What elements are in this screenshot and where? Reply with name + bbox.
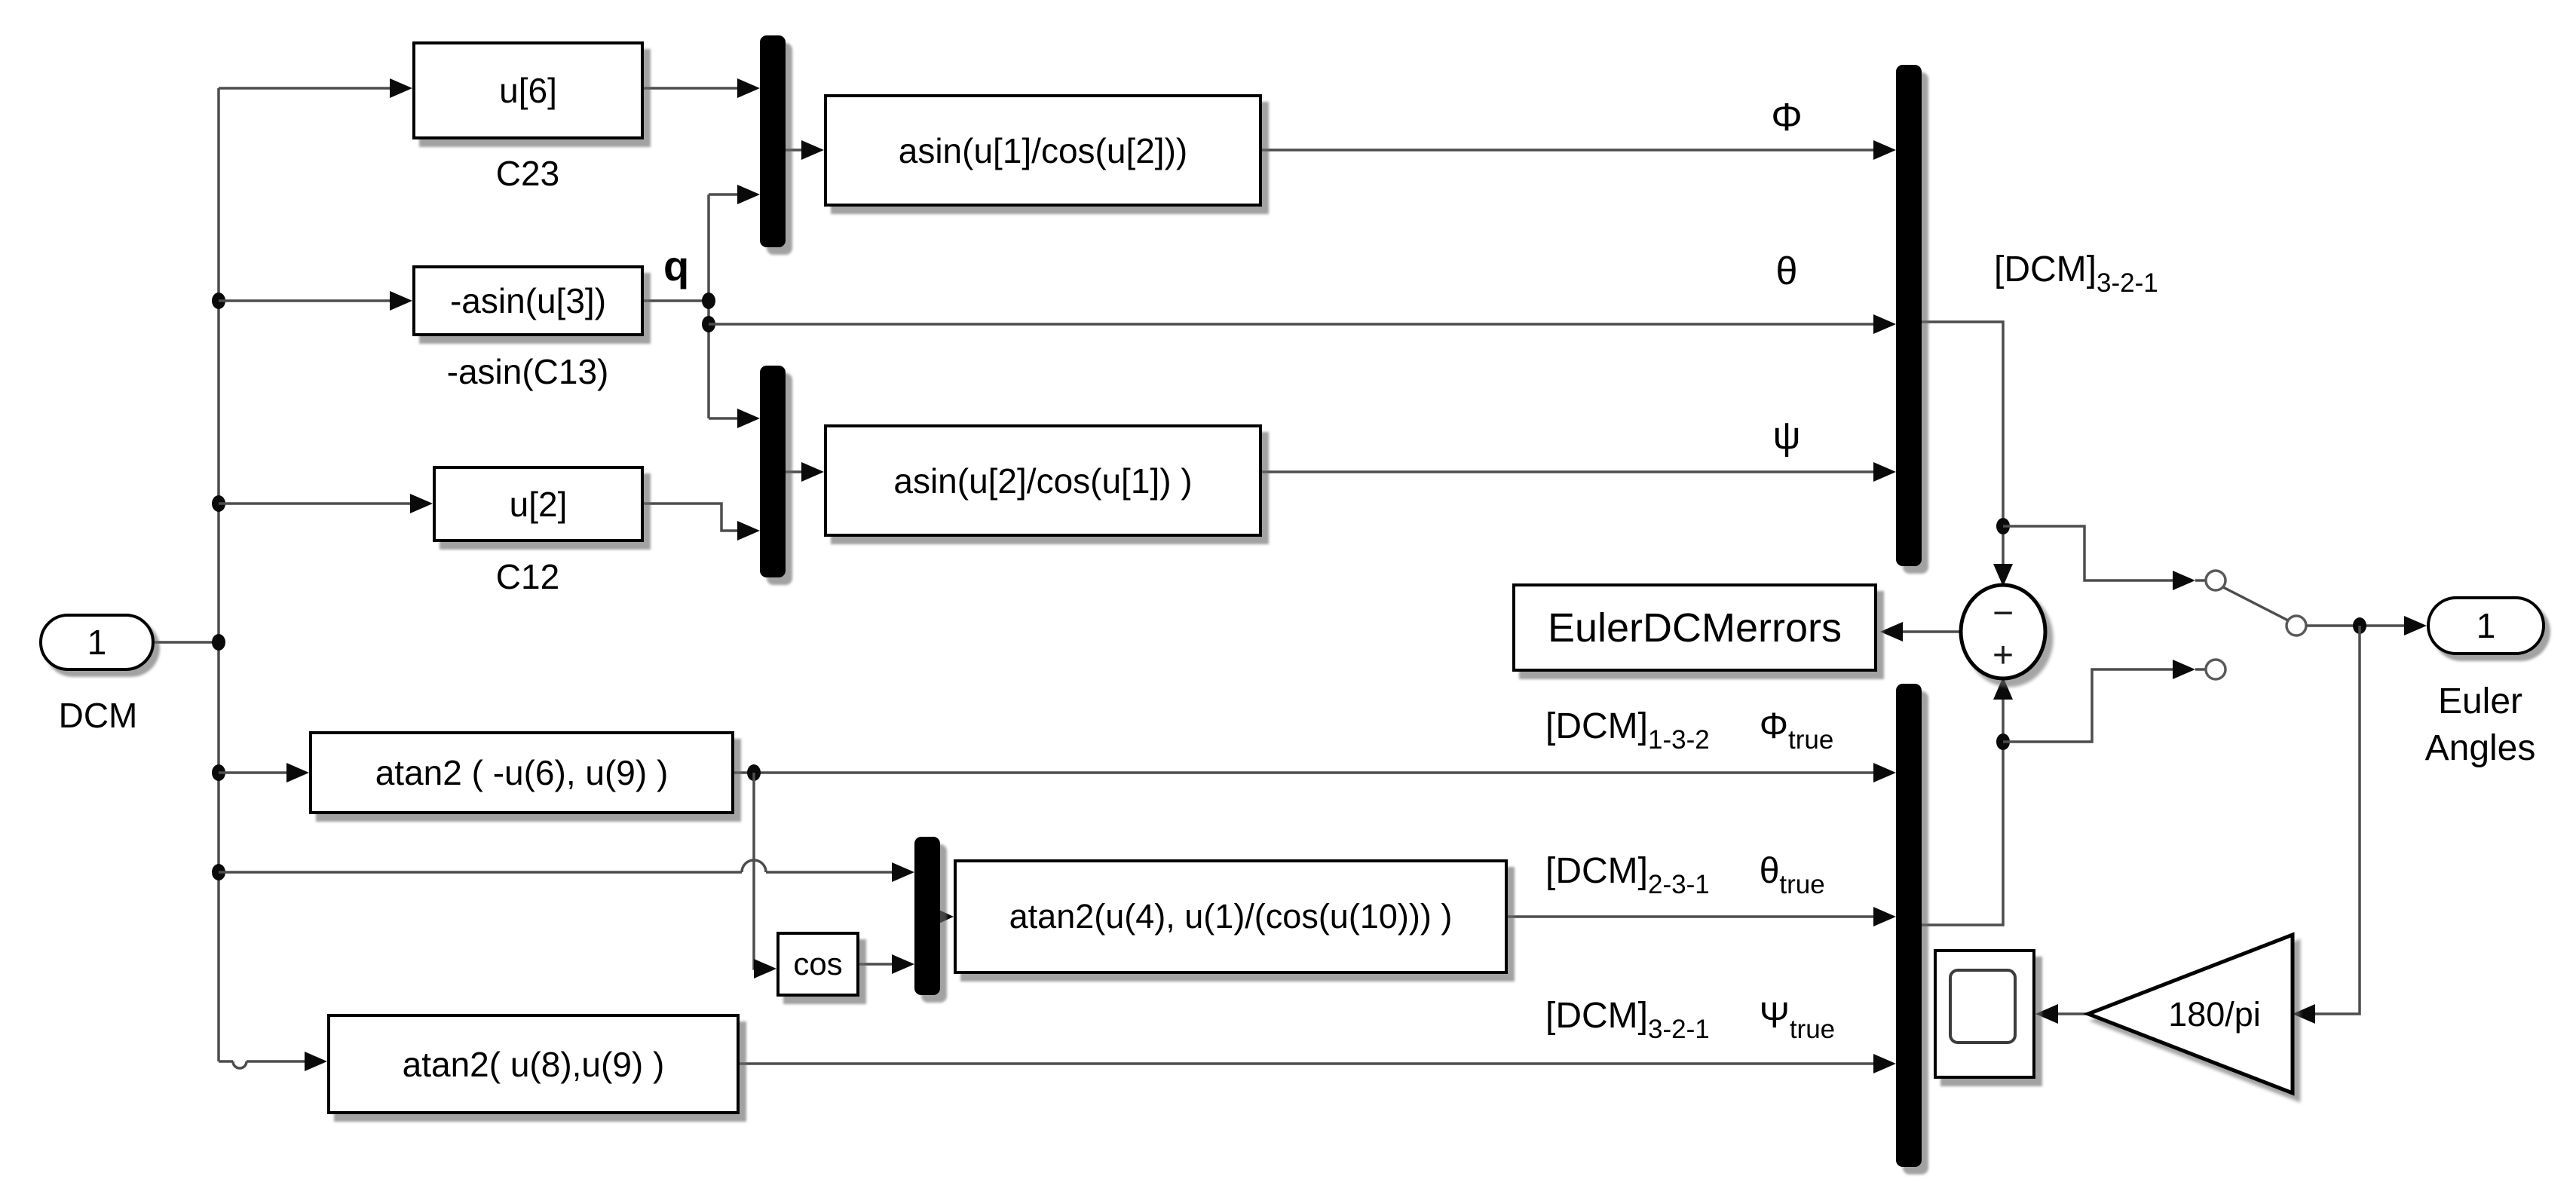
wire-phi-true[interactable] (734, 763, 1896, 782)
label-dcm-3-2-1-sub: 3-2-1 (2096, 268, 2158, 298)
wire-bus-to-asin-u3[interactable] (219, 291, 412, 311)
label-psi-true: [DCM]3-2-1 Ψtrue (1545, 995, 1835, 1045)
wire-gain-to-scope[interactable] (2035, 1004, 2088, 1024)
wire-phi[interactable] (1262, 140, 1896, 160)
outport-label-line2: Angles (2424, 728, 2536, 768)
wire-bus-to-atan2-phi[interactable] (219, 763, 309, 782)
wire-psi-true[interactable] (740, 1054, 1896, 1073)
block-asin-psi[interactable]: asin(u[2]/cos(u[1]) ) (824, 424, 1262, 537)
wire-bus-to-u6[interactable] (219, 78, 412, 98)
wire-cos-to-mux3[interactable] (859, 954, 914, 974)
sum-block[interactable] (1959, 583, 2048, 681)
block-atan2-phi-true[interactable]: atan2 ( -u(6), u(9) ) (309, 731, 734, 814)
mux-true-angles[interactable] (1896, 684, 1922, 1167)
label-theta-true-base: [DCM] (1545, 851, 1648, 891)
label-psi-true-sub: 3-2-1 (1647, 1015, 1710, 1044)
label-psi-true-angle-sub: true (1789, 1015, 1836, 1044)
wire-bus-to-u2[interactable] (219, 494, 433, 513)
label-phi-true-sub: 1-3-2 (1647, 725, 1710, 755)
block-atan2-theta-true-text: atan2(u(4), u(1)/(cos(u(10))) ) (1009, 897, 1453, 936)
block-atan2-theta-true[interactable]: atan2(u(4), u(1)/(cos(u(10))) ) (954, 859, 1508, 974)
block-cos-text: cos (793, 946, 843, 981)
mux-dcm321-angles[interactable] (1896, 65, 1922, 566)
block-u6-caption: C23 (495, 154, 560, 193)
wire-to-gain[interactable] (2293, 626, 2361, 1024)
wire-bus-to-atan2-psi[interactable] (219, 1052, 327, 1071)
block-u2-text: u[2] (509, 484, 568, 524)
label-psi-true-base: [DCM] (1545, 996, 1648, 1036)
block-asin-phi[interactable]: asin(u[1]/cos(u[2])) (824, 94, 1262, 207)
wire-mux2-to-asin-psi[interactable] (786, 462, 824, 482)
wire-dcm-bus[interactable] (155, 88, 225, 1061)
scope-block[interactable] (1934, 949, 2035, 1079)
block-euler-dcm-errors[interactable]: EulerDCMerrors (1512, 583, 1877, 672)
outport-label-line1: Euler (2437, 681, 2523, 721)
label-theta-true: [DCM]2-3-1 θtrue (1545, 850, 1825, 900)
inport-number: 1 (87, 623, 107, 662)
wire-theta[interactable] (709, 314, 1896, 334)
outport-label: Euler Angles (2397, 678, 2563, 772)
label-phi-true: [DCM]1-3-2 Φtrue (1545, 706, 1833, 755)
label-theta-true-angle: θ (1759, 851, 1780, 891)
block-atan2-phi-true-text: atan2 ( -u(6), u(9) ) (375, 753, 669, 792)
label-theta-true-sub: 2-3-1 (1647, 870, 1710, 899)
label-q: q (663, 242, 690, 289)
wire-theta-true[interactable] (1508, 907, 1896, 926)
outport-number: 1 (2476, 606, 2496, 645)
mux-phi-inputs[interactable] (760, 35, 786, 247)
label-dcm-3-2-1: [DCM]3-2-1 (1994, 249, 2158, 299)
sum-minus-sign: − (1992, 593, 2014, 633)
block-euler-dcm-errors-text: EulerDCMerrors (1547, 605, 1842, 651)
label-phi-true-angle-sub: true (1788, 725, 1834, 755)
wire-mux1-to-asin-phi[interactable] (786, 140, 824, 160)
block-atan2-psi-true-text: atan2( u(8),u(9) ) (402, 1044, 665, 1084)
wire-psi[interactable] (1262, 462, 1896, 482)
label-dcm-3-2-1-base: [DCM] (1994, 250, 2097, 289)
label-psi: ψ (1772, 414, 1801, 458)
block-u2[interactable]: u[2] (433, 466, 644, 542)
block-asin-psi-text: asin(u[2]/cos(u[1]) ) (893, 461, 1193, 501)
outport-euler-angles[interactable]: 1 (2427, 596, 2545, 655)
scope-screen (1949, 969, 2017, 1044)
wire-sum-to-errors[interactable] (1880, 622, 1961, 642)
wire-dcm321-out[interactable] (1922, 320, 2206, 590)
block-u2-caption: C12 (495, 557, 560, 596)
inport-label: DCM (58, 696, 138, 735)
manual-switch[interactable] (2204, 569, 2427, 681)
label-phi-true-angle: Φ (1759, 706, 1788, 746)
block-asin-u3-text: -asin(u[3]) (449, 281, 607, 320)
label-phi-true-base: [DCM] (1545, 706, 1648, 746)
sum-plus-sign: + (1992, 635, 2014, 675)
block-asin-phi-text: asin(u[1]/cos(u[2])) (898, 130, 1188, 170)
block-asin-u3-caption: -asin(C13) (446, 352, 609, 391)
wire-true-angles-out[interactable] (1922, 660, 2206, 926)
gain-block[interactable] (2083, 932, 2295, 1096)
label-psi-true-angle: Ψ (1759, 996, 1790, 1036)
wire-q-signal[interactable] (644, 185, 760, 428)
label-phi: Φ (1771, 96, 1803, 139)
mux-theta-true-inputs[interactable] (914, 837, 940, 995)
wire-u6-to-mux1[interactable] (644, 78, 760, 98)
label-theta-true-angle-sub: true (1779, 870, 1825, 899)
inport-dcm[interactable]: 1 (39, 614, 155, 671)
block-atan2-psi-true[interactable]: atan2( u(8),u(9) ) (327, 1014, 740, 1114)
gain-value: 180/pi (2168, 995, 2261, 1034)
wire-bus-to-mux3[interactable] (219, 859, 914, 882)
label-theta: θ (1775, 250, 1798, 293)
block-u6-text: u[6] (499, 71, 557, 110)
mux-psi-inputs[interactable] (760, 366, 786, 577)
block-u6[interactable]: u[6] (412, 41, 644, 139)
wire-to-cos[interactable] (752, 773, 776, 978)
wire-u2-to-mux2[interactable] (644, 502, 760, 541)
block-cos[interactable]: cos (776, 932, 859, 997)
block-asin-u3[interactable]: -asin(u[3]) (412, 265, 644, 336)
